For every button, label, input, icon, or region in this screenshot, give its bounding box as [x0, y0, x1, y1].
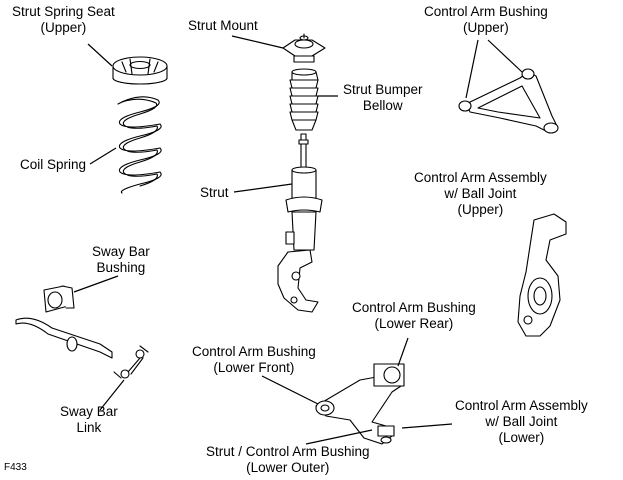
- strut-part: [277, 133, 323, 313]
- coil-spring-part: [117, 96, 162, 194]
- sway-bar-part: [15, 317, 113, 359]
- sway-bar-bushing-part: [43, 285, 75, 313]
- label-strut-mount: Strut Mount: [188, 18, 258, 33]
- figure-code: F433: [4, 462, 27, 473]
- label-strut-control-arm-bushing-lower-outer: Strut / Control Arm Bushing(Lower Outer): [206, 444, 370, 475]
- label-strut-spring-seat: Strut Spring Seat(Upper): [12, 4, 115, 35]
- label-control-arm-bushing-lower-front: Control Arm Bushing(Lower Front): [192, 344, 316, 375]
- steering-knuckle-part: [517, 213, 567, 337]
- strut-bumper-bellow-part: [289, 68, 319, 131]
- strut-spring-seat-part: [112, 56, 168, 85]
- leader-lines: [73, 35, 523, 445]
- sway-bar-link-part: [113, 345, 149, 379]
- label-strut: Strut: [200, 185, 229, 200]
- label-control-arm-bushing-upper: Control Arm Bushing(Upper): [424, 4, 548, 35]
- upper-control-arm-part: [458, 68, 559, 134]
- strut-mount-part: [282, 33, 326, 63]
- label-control-arm-bushing-lower-rear: Control Arm Bushing(Lower Rear): [352, 300, 476, 331]
- lower-control-arm-part: [315, 363, 405, 445]
- label-coil-spring: Coil Spring: [20, 157, 87, 172]
